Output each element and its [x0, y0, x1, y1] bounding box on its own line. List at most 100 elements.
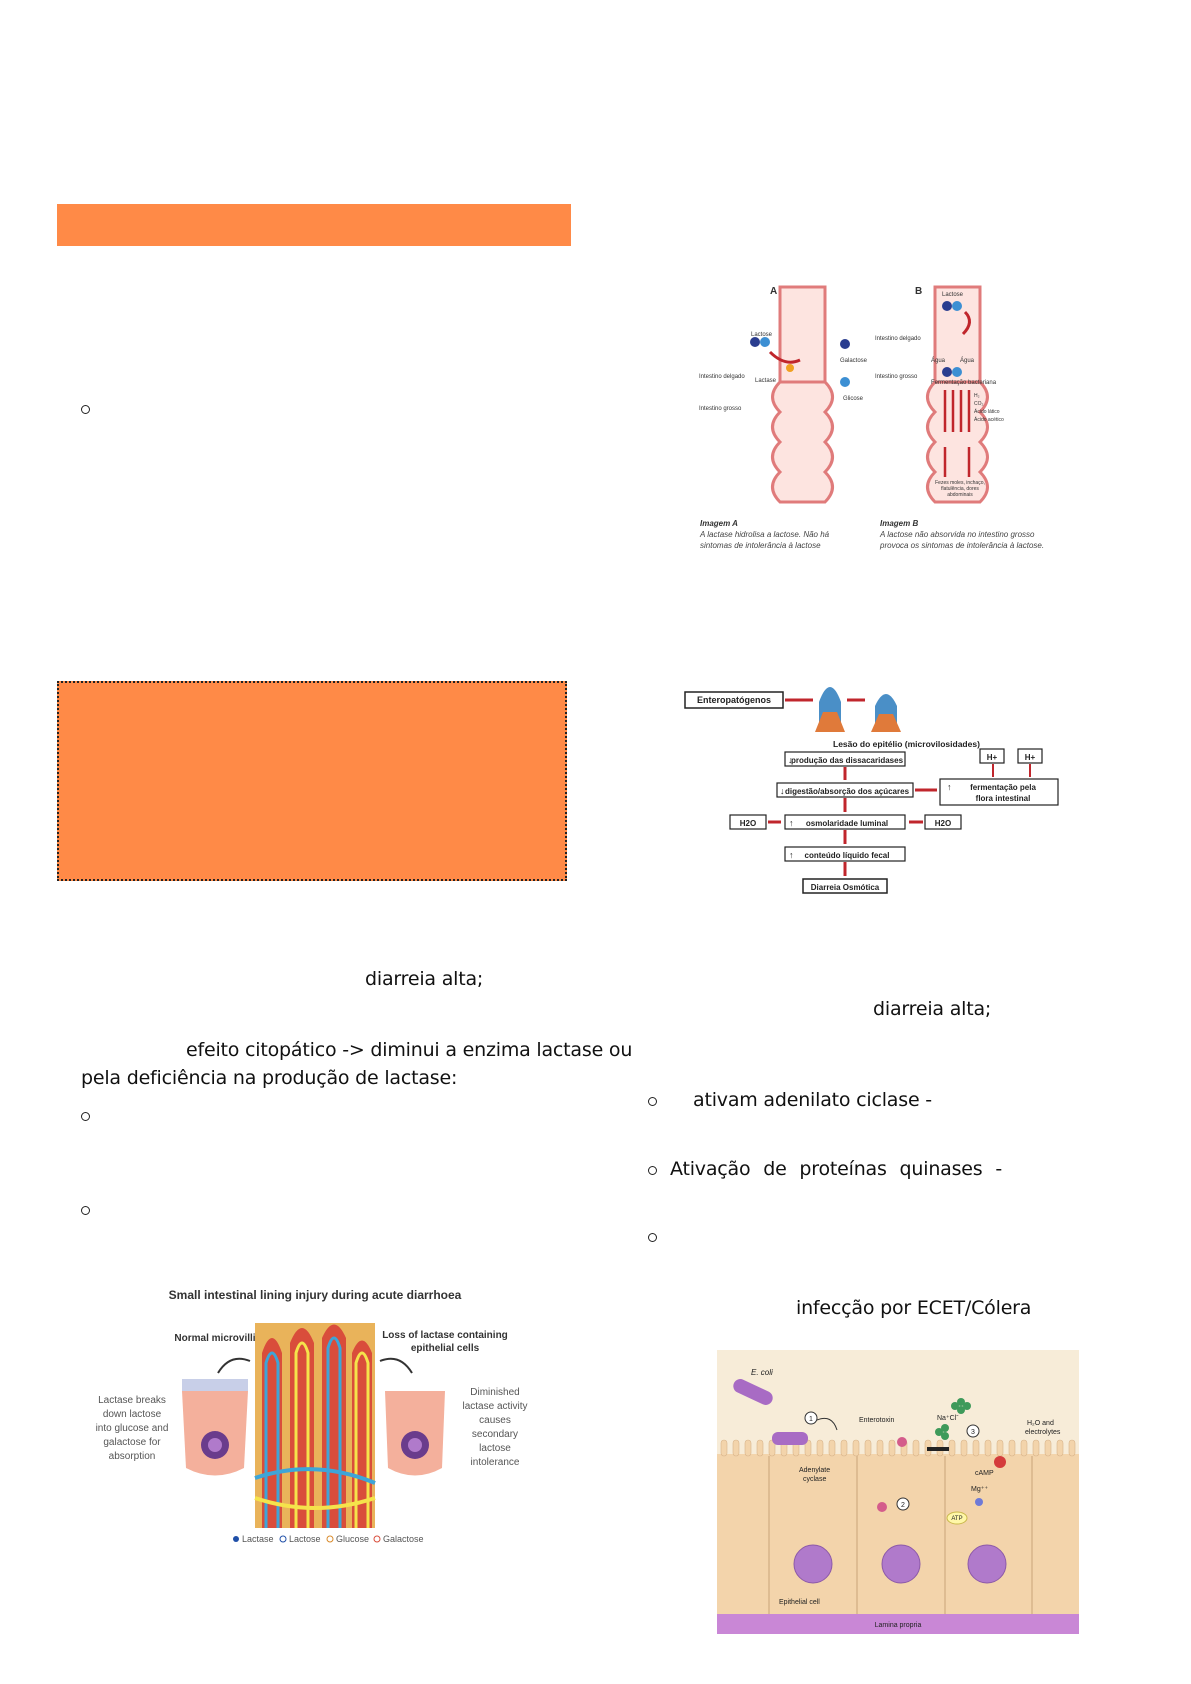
svg-text:down lactose: down lactose: [103, 1409, 162, 1420]
glicose-molecule: [840, 377, 850, 387]
lactose-a-glicose: Glicose: [843, 396, 864, 402]
lamina-label: Lamina propria: [875, 1622, 922, 1629]
producao-label: produção das dissacaridases: [791, 756, 904, 765]
ecoli-label: E. coli: [751, 1368, 773, 1377]
svg-text:Galactose: Galactose: [383, 1534, 424, 1544]
villi-legend: Lactase Lactose Glucose Galactose: [233, 1534, 424, 1544]
digestao-down-arrow-glyph: ↓: [780, 786, 785, 796]
lactose-label-b: B: [915, 286, 922, 297]
step-3-label: 3: [971, 1429, 975, 1436]
lactose-label-a: A: [770, 286, 777, 297]
flowchart-svg: Enteropatógenos Lesão do epitélio (micro…: [675, 672, 1090, 914]
epithelial-label: Epithelial cell: [779, 1599, 820, 1606]
flora-label: flora intestinal: [976, 794, 1031, 803]
ecoli-svg: E. coli 1 Enterotoxin 2 Adenylate cyclas…: [717, 1350, 1079, 1634]
h2o-label-left: H2O: [740, 819, 756, 828]
villi-left-text: Lactase breaks down lactose into glucose…: [96, 1395, 169, 1462]
adenylate-label: Adenylate: [799, 1467, 830, 1474]
enterotoxin-molecule: [897, 1437, 907, 1447]
mg-label: Mg⁺⁺: [971, 1486, 988, 1493]
svg-text:H₂: H₂: [974, 393, 980, 399]
villi-right-cell: [385, 1391, 445, 1476]
svg-text:absorption: absorption: [109, 1451, 156, 1462]
bullet-proteinas: [648, 1166, 657, 1175]
left-diarreia-alta: diarreia alta;: [365, 968, 483, 990]
lactose-b-grosso: Intestino grosso: [875, 374, 918, 380]
h2o-label-right: H2O: [935, 819, 951, 828]
lactose-a-lactase: Lactase: [755, 378, 777, 384]
bullet-empty-right: [648, 1233, 657, 1242]
caption-b-text-1: A lactose não absorvida no intestino gro…: [879, 530, 1035, 539]
epithelial-cells-band: [717, 1454, 1079, 1614]
nucleus-1: [794, 1545, 832, 1583]
h-plus-label-2: H+: [1025, 753, 1036, 762]
digestao-label: digestão/absorção dos açúcares: [785, 787, 910, 796]
bullet-ativam: [648, 1097, 657, 1106]
enterotoxin-label: Enterotoxin: [859, 1417, 895, 1424]
diarreia-label: Diarreia Osmótica: [811, 883, 880, 892]
step-1-label: 1: [809, 1416, 813, 1423]
svg-text:lactase activity: lactase activity: [462, 1401, 527, 1412]
svg-text:Glucose: Glucose: [336, 1534, 369, 1544]
lactose-b-sintomas: Fezes moles, inchaço, flatulência, dores…: [929, 480, 991, 510]
nacl-label: Na⁺Clˉ: [937, 1415, 959, 1422]
villi-figure-svg: Small intestinal lining injury during ac…: [90, 1283, 540, 1558]
right-diarreia-alta: diarreia alta;: [873, 998, 991, 1020]
svg-text:Diminished: Diminished: [470, 1387, 519, 1398]
ecoli-bacterium-2: [772, 1432, 808, 1445]
lactose-figure-svg: A B Lactose Lactase Galactose Glicose In…: [695, 282, 1075, 562]
lactose-a-molecule-2: [760, 337, 770, 347]
electrolytes-label: electrolytes: [1025, 1429, 1061, 1436]
svg-text:galactose for: galactose for: [103, 1437, 161, 1448]
ecoli-figure: E. coli 1 Enterotoxin 2 Adenylate cyclas…: [717, 1350, 1079, 1634]
nucleus-3: [968, 1545, 1006, 1583]
atp-label: ATP: [951, 1516, 962, 1522]
lactose-b-agua-1: Água: [931, 357, 946, 364]
svg-text:lactose: lactose: [479, 1443, 511, 1454]
bullet-empty-1: [81, 405, 90, 414]
fermentacao-up-arrow-glyph: ↑: [947, 782, 952, 792]
bullet-empty-2: [81, 1112, 90, 1121]
osmolaridade-up-arrow-glyph: ↑: [789, 818, 794, 828]
osmolaridade-label: osmolaridade luminal: [806, 819, 888, 828]
nucleus-2: [882, 1545, 920, 1583]
villi-figure: Small intestinal lining injury during ac…: [90, 1283, 540, 1558]
caption-b-title: Imagem B: [880, 519, 918, 528]
intestine-a: [773, 287, 833, 502]
villi-arrow-right: [380, 1359, 412, 1373]
svg-text:causes: causes: [479, 1415, 511, 1426]
camp-molecule: [994, 1456, 1006, 1468]
lactase-enzyme: [786, 364, 794, 372]
lactose-b-molecule-3: [942, 367, 952, 377]
camp-label: cAMP: [975, 1470, 994, 1477]
section-header-bar: [57, 204, 571, 246]
svg-text:intolerance: intolerance: [471, 1457, 520, 1468]
villi-right-text: Diminished lactase activity causes secon…: [462, 1387, 527, 1468]
svg-text:Lactase breaks: Lactase breaks: [98, 1395, 166, 1406]
right-ativacao-proteinas: Ativação de proteínas quinases -: [670, 1158, 1002, 1180]
h-plus-label-1: H+: [987, 753, 998, 762]
lactose-a-molecule-1: [750, 337, 760, 347]
villi-normal-label: Normal microvilli: [174, 1333, 255, 1344]
caption-b-text-2: provoca os sintomas de intolerância à la…: [879, 541, 1044, 550]
villi-left-cell: [182, 1379, 248, 1476]
right-infeccao-ecet: infecção por ECET/Cólera: [796, 1297, 1031, 1319]
step-2-label: 2: [901, 1502, 905, 1509]
svg-text:Lactase: Lactase: [242, 1534, 274, 1544]
lactose-a-grosso: Intestino grosso: [699, 406, 742, 412]
mg-ion: [975, 1498, 983, 1506]
svg-text:into glucose and: into glucose and: [96, 1423, 169, 1434]
lactose-b-molecule-2: [952, 301, 962, 311]
lesao-label: Lesão do epitélio (microvilosidades): [833, 739, 980, 749]
villi-arrow-left: [218, 1359, 250, 1373]
bullet-empty-3: [81, 1206, 90, 1215]
channel-bar: [927, 1447, 949, 1451]
cyclase-label: cyclase: [803, 1476, 826, 1483]
villi-title: Small intestinal lining injury during ac…: [169, 1288, 462, 1302]
flowchart-figure: Enteropatógenos Lesão do epitélio (micro…: [675, 672, 1090, 914]
left-deficiencia-lactase: pela deficiência na produção de lactase:: [81, 1067, 457, 1089]
lactose-b-fermentacao: Fermentação bacteriana: [931, 380, 997, 386]
enteropatogenos-label: Enteropatógenos: [697, 695, 771, 705]
svg-text:Lactose: Lactose: [289, 1534, 321, 1544]
fermentacao-label: fermentação pela: [970, 783, 1036, 792]
